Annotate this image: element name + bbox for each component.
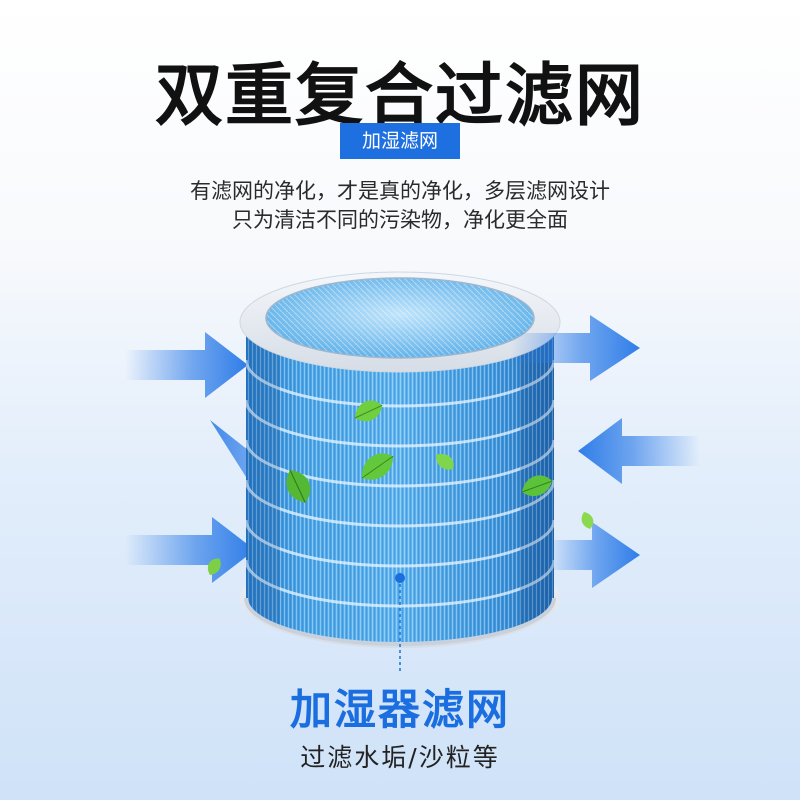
leaf-icon — [354, 400, 383, 422]
airflow-arrow-icon — [510, 315, 640, 381]
leaf-icon — [435, 454, 454, 470]
leaf-icon — [581, 512, 594, 529]
description-line-2: 只为清洁不同的污染物，净化更全面 — [232, 208, 568, 232]
leaf-icon — [207, 558, 221, 575]
label-pointer — [395, 573, 405, 672]
page-title: 双重复合过滤网 — [154, 57, 645, 136]
product-name: 加湿器滤网 — [289, 685, 510, 734]
airflow-arrow-icon — [545, 522, 640, 588]
airflow-arrow-icon — [125, 517, 255, 583]
category-badge: 加湿滤网 — [340, 123, 460, 159]
leaf-icon — [286, 469, 311, 503]
product-feature: 过滤水垢/沙粒等 — [300, 743, 500, 772]
leaf-icon — [361, 453, 394, 480]
airflow-arrow-icon — [578, 418, 700, 484]
leaf-icon — [521, 475, 553, 496]
airflow-arrow-icon — [125, 332, 248, 398]
description-line-1: 有滤网的净化，才是真的净化，多层滤网设计 — [190, 179, 610, 203]
